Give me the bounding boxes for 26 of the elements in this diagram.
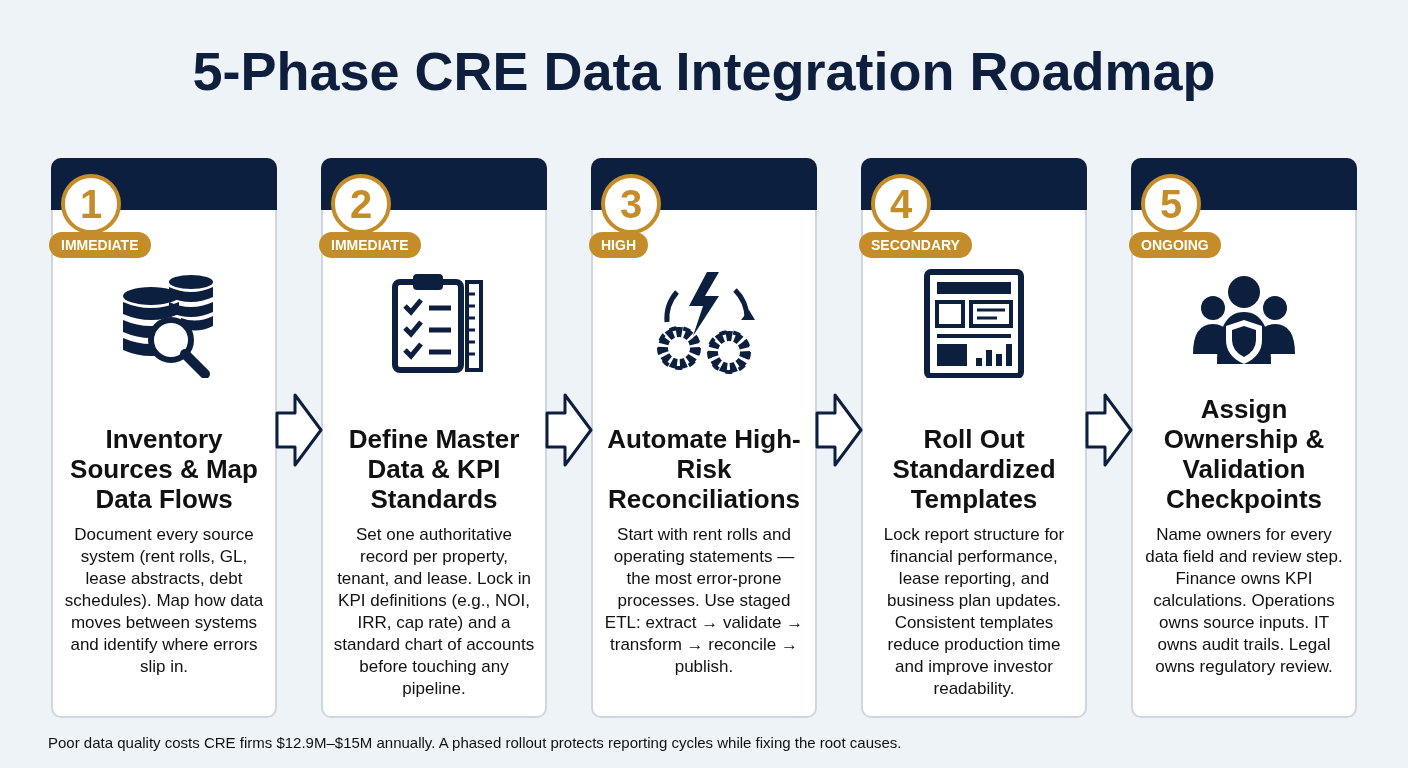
priority-tag: IMMEDIATE bbox=[49, 232, 151, 258]
phase-heading: Inventory Sources & Map Data Flows bbox=[69, 424, 259, 514]
phase-heading: Define Master Data & KPI Standards bbox=[347, 424, 521, 514]
caption: Poor data quality costs CRE firms $12.9M–$15M annually. A phased rollout protects reporting cycles while fixing the root causes. bbox=[48, 734, 902, 751]
phase-card bbox=[51, 158, 277, 718]
priority-tag: ONGOING bbox=[1129, 232, 1221, 258]
phase-card bbox=[591, 158, 817, 718]
phase-description: Document every source system (rent rolls, GL, lease abstracts, debt schedules). Map how data moves between systems and identify where errors slip in. bbox=[63, 524, 265, 678]
phase-description: Name owners for every data field and review step. Finance owns KPI calculations. Operations owns source inputs. IT owns audit trails. Legal owns regulatory review. bbox=[1144, 524, 1344, 678]
arrow bbox=[545, 393, 593, 467]
priority-tag: SECONDARY bbox=[859, 232, 972, 258]
phase-card bbox=[861, 158, 1087, 718]
phase-heading: Assign Ownership & Validation Checkpoints bbox=[1162, 394, 1326, 514]
phase-card bbox=[1131, 158, 1357, 718]
priority-tag: HIGH bbox=[589, 232, 648, 258]
arrow bbox=[815, 393, 863, 467]
title: 5-Phase CRE Data Integration Roadmap bbox=[192, 40, 1216, 102]
priority-tag: IMMEDIATE bbox=[319, 232, 421, 258]
phase-heading: Automate High-Risk Reconciliations bbox=[606, 424, 802, 514]
arrow bbox=[1085, 393, 1133, 467]
phase-description: Set one authoritative record per property, tenant, and lease. Lock in KPI definitions (e.g., NOI, IRR, cap rate) and a standard chart of accounts before touching any pipeline. bbox=[333, 524, 535, 700]
phase-heading: Roll Out Standardized Templates bbox=[891, 424, 1057, 514]
phase-description: Lock report structure for financial performance, lease reporting, and business plan updates. Consistent templates reduce production time and improve investor readability. bbox=[882, 524, 1066, 700]
phase-description: Start with rent rolls and operating statements — the most error-prone processes. Use staged ETL: extract → validate → transform → reconcile → publish. bbox=[603, 524, 805, 678]
phase-card bbox=[321, 158, 547, 718]
arrow bbox=[275, 393, 323, 467]
